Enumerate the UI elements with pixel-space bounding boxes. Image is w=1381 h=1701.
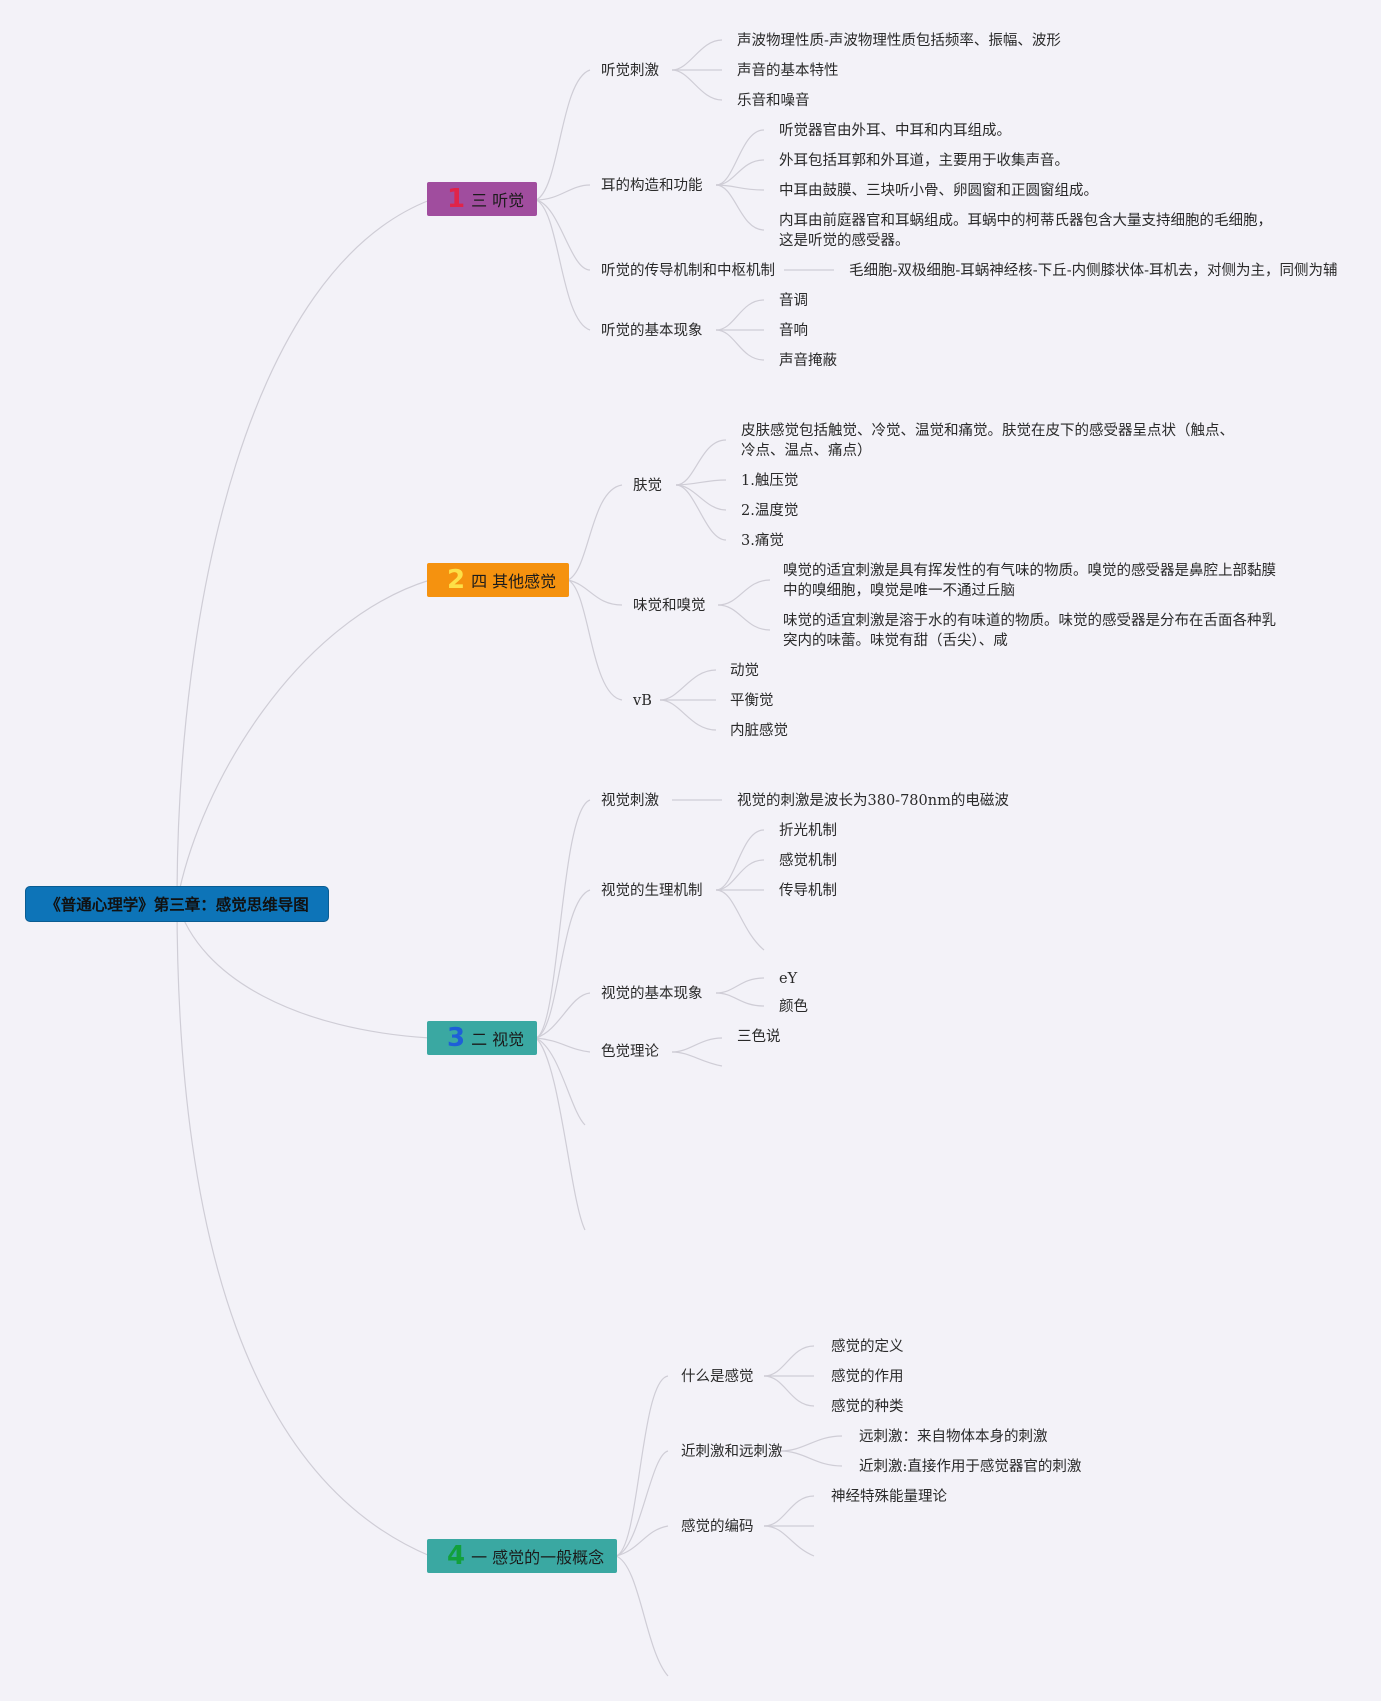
node-ear-structure[interactable]: 耳的构造和功能 bbox=[601, 178, 703, 194]
leaf-node[interactable]: 近刺激:直接作用于感觉器官的刺激 bbox=[859, 1459, 1082, 1475]
topic-general-concept[interactable]: 4 一 感觉的一般概念 bbox=[427, 1539, 617, 1573]
topic-number-4: 4 bbox=[447, 1541, 466, 1571]
leaf-node[interactable]: 视觉的刺激是波长为380-780nm的电磁波 bbox=[737, 793, 1009, 809]
node-vision-phenomena[interactable]: 视觉的基本现象 bbox=[601, 986, 703, 1002]
topic-number-1: 1 bbox=[447, 184, 466, 214]
node-skin-sense[interactable]: 肤觉 bbox=[633, 478, 662, 494]
leaf-node[interactable]: 感觉的作用 bbox=[831, 1369, 904, 1385]
leaf-node[interactable]: 外耳包括耳郭和外耳道，主要用于收集声音。 bbox=[779, 153, 1069, 169]
topic-title-other-senses: 四 其他感觉 bbox=[471, 572, 557, 591]
topic-title-vision: 二 视觉 bbox=[471, 1030, 525, 1049]
leaf-node[interactable]: 2.温度觉 bbox=[741, 503, 799, 519]
topic-number-2: 2 bbox=[447, 565, 466, 595]
node-hearing-conduction[interactable]: 听觉的传导机制和中枢机制 bbox=[601, 263, 775, 279]
node-hearing-phenomena[interactable]: 听觉的基本现象 bbox=[601, 323, 703, 339]
node-vision-stimulus[interactable]: 视觉刺激 bbox=[601, 793, 659, 809]
node-hearing-stimulus[interactable]: 听觉刺激 bbox=[601, 63, 659, 79]
leaf-node[interactable]: 折光机制 bbox=[779, 823, 837, 839]
node-color-theory[interactable]: 色觉理论 bbox=[601, 1044, 659, 1060]
leaf-node[interactable]: 声波物理性质-声波物理性质包括频率、振幅、波形 bbox=[737, 33, 1061, 49]
leaf-node[interactable]: eY bbox=[779, 971, 798, 987]
leaf-node[interactable]: 声音掩蔽 bbox=[779, 353, 837, 369]
leaf-node[interactable]: 毛细胞-双极细胞-耳蜗神经核-下丘-内侧膝状体-耳机去，对侧为主，同侧为辅 bbox=[849, 263, 1338, 279]
leaf-node[interactable]: 远刺激：来自物体本身的刺激 bbox=[859, 1429, 1048, 1445]
leaf-node[interactable]: 音响 bbox=[779, 323, 808, 339]
root-node[interactable]: 《普通心理学》第三章：感觉思维导图 bbox=[25, 886, 329, 922]
leaf-node[interactable]: 中耳由鼓膜、三块听小骨、卵圆窗和正圆窗组成。 bbox=[779, 183, 1098, 199]
node-vb[interactable]: vB bbox=[633, 693, 652, 709]
node-vision-physiology[interactable]: 视觉的生理机制 bbox=[601, 883, 703, 899]
leaf-node[interactable]: 平衡觉 bbox=[730, 693, 774, 709]
topic-hearing[interactable]: 1 三 听觉 bbox=[427, 182, 537, 216]
node-near-far-stimulus[interactable]: 近刺激和远刺激 bbox=[681, 1444, 783, 1460]
leaf-node[interactable]: 动觉 bbox=[730, 663, 759, 679]
topic-number-3: 3 bbox=[447, 1023, 466, 1053]
node-taste-smell[interactable]: 味觉和嗅觉 bbox=[633, 598, 706, 614]
leaf-node[interactable]: 声音的基本特性 bbox=[737, 63, 839, 79]
leaf-node[interactable]: 1.触压觉 bbox=[741, 473, 799, 489]
root-title: 《普通心理学》第三章：感觉思维导图 bbox=[45, 896, 309, 914]
leaf-node[interactable]: 神经特殊能量理论 bbox=[831, 1489, 947, 1505]
leaf-node[interactable]: 嗅觉的适宜刺激是具有挥发性的有气味的物质。嗅觉的感受器是鼻腔上部黏膜中的嗅细胞，… bbox=[783, 563, 1276, 599]
topic-other-senses[interactable]: 2 四 其他感觉 bbox=[427, 563, 569, 597]
leaf-node[interactable]: 听觉器官由外耳、中耳和内耳组成。 bbox=[779, 123, 1011, 139]
leaf-node[interactable]: 皮肤感觉包括触觉、冷觉、温觉和痛觉。肤觉在皮下的感受器呈点状（触点、冷点、温点、… bbox=[741, 423, 1234, 459]
node-what-is-sensation[interactable]: 什么是感觉 bbox=[681, 1369, 754, 1385]
leaf-node[interactable]: 感觉机制 bbox=[779, 853, 837, 869]
leaf-node[interactable]: 3.痛觉 bbox=[741, 533, 784, 549]
topic-title-general-concept: 一 感觉的一般概念 bbox=[471, 1548, 605, 1567]
leaf-node[interactable]: 音调 bbox=[779, 293, 808, 309]
topic-vision[interactable]: 3 二 视觉 bbox=[427, 1021, 537, 1055]
leaf-node[interactable]: 内脏感觉 bbox=[730, 723, 788, 739]
topic-title-hearing: 三 听觉 bbox=[471, 191, 525, 210]
leaf-node[interactable]: 乐音和噪音 bbox=[737, 93, 810, 109]
leaf-node[interactable]: 感觉的定义 bbox=[831, 1339, 904, 1355]
leaf-node[interactable]: 味觉的适宜刺激是溶于水的有味道的物质。味觉的感受器是分布在舌面各种乳突内的味蕾。… bbox=[783, 613, 1276, 649]
leaf-node[interactable]: 传导机制 bbox=[779, 883, 837, 899]
node-sensory-coding[interactable]: 感觉的编码 bbox=[681, 1519, 754, 1535]
leaf-node[interactable]: 颜色 bbox=[779, 999, 808, 1015]
leaf-node[interactable]: 内耳由前庭器官和耳蜗组成。耳蜗中的柯蒂氏器包含大量支持细胞的毛细胞，这是听觉的感… bbox=[779, 213, 1272, 249]
leaf-node[interactable]: 三色说 bbox=[737, 1029, 781, 1045]
leaf-node[interactable]: 感觉的种类 bbox=[831, 1399, 904, 1415]
